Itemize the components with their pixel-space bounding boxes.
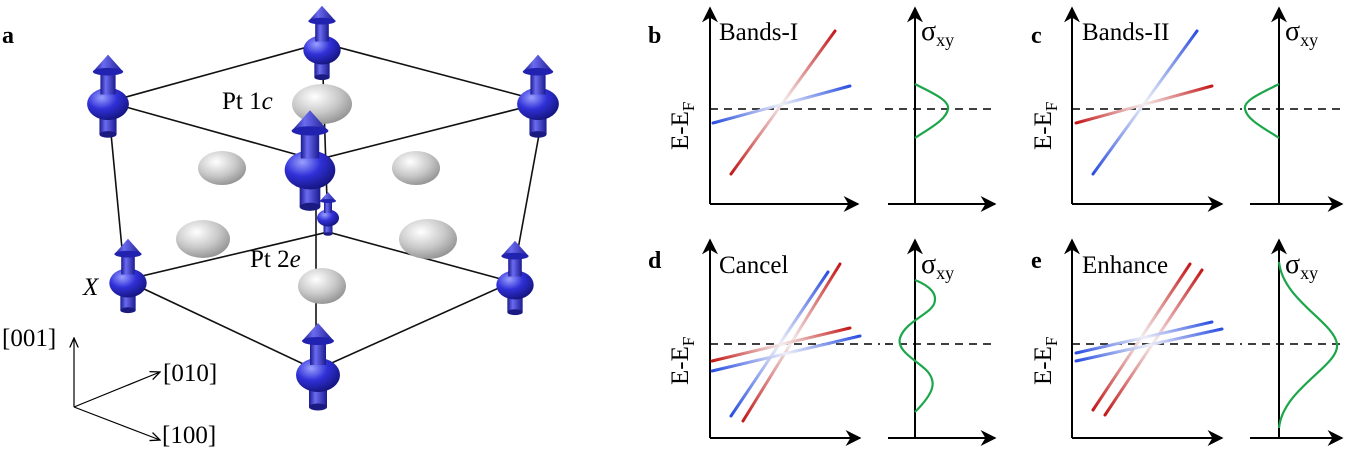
- sigma-xy-label: σxy: [1285, 16, 1318, 50]
- pt-atom: [176, 220, 230, 258]
- x-atom-label: X: [82, 274, 100, 301]
- pt-atom: [198, 151, 246, 185]
- pt-1c-label: Pt 1c: [222, 88, 273, 115]
- band-blue: [711, 84, 852, 125]
- band-red: [729, 29, 837, 176]
- panel-letter-e: e: [1031, 248, 1042, 274]
- sigma-xy-curve: [1277, 261, 1339, 429]
- panel-d-title: Cancel: [719, 252, 788, 279]
- axis-100-label: [100]: [162, 422, 216, 449]
- band-red: [1074, 84, 1214, 125]
- spin-arrow-icon: [109, 238, 147, 314]
- panel-b-title: Bands-I: [719, 19, 798, 46]
- band-blue: [1074, 320, 1214, 355]
- panel-e-title: Enhance: [1082, 252, 1168, 279]
- sigma-xy-curve: [898, 278, 937, 413]
- spin-arrow-icon: [303, 5, 341, 81]
- energy-axis-label: E-EF: [667, 337, 698, 385]
- panel-d: d Cancel E-EF σxy: [648, 238, 997, 446]
- panel-b: b Bands-I E-EF σxy: [648, 6, 997, 212]
- sigma-xy-curve: [914, 83, 950, 139]
- panel-c-title: Bands-II: [1082, 19, 1169, 46]
- sigma-xy-label: σxy: [921, 249, 954, 283]
- energy-axis-label: E-EF: [1030, 102, 1061, 150]
- band-blue: [1091, 29, 1199, 176]
- pt-atom: [292, 84, 352, 124]
- band-blue: [710, 334, 862, 373]
- spin-arrow-icon: [296, 323, 340, 411]
- panel-c: c Bands-II E-EF σxy: [1030, 6, 1346, 212]
- crystal-axes: [001] [010] [100]: [2, 325, 217, 449]
- panel-letter-c: c: [1031, 23, 1042, 49]
- panel-letter-b: b: [648, 23, 661, 49]
- sigma-xy-label: σxy: [921, 16, 954, 50]
- pt-2e-label: Pt 2e: [250, 246, 301, 273]
- panel-e: e Enhance E-EF σxy: [1030, 238, 1346, 446]
- panel-letter-a: a: [2, 23, 14, 49]
- sigma-xy-curve: [1243, 83, 1280, 139]
- axis-010-label: [010]: [163, 360, 217, 387]
- sigma-xy-label: σxy: [1285, 249, 1318, 283]
- pt-atom: [399, 219, 457, 259]
- energy-axis-label: E-EF: [667, 102, 698, 150]
- pt-atom: [298, 268, 346, 304]
- band-red: [710, 326, 852, 363]
- pt-atoms: [176, 84, 457, 304]
- pt-atom: [392, 151, 440, 185]
- panel-a: a: [2, 5, 559, 449]
- spin-arrow-icon: [87, 54, 129, 138]
- panel-letter-d: d: [648, 248, 662, 274]
- spin-arrow-icon: [496, 240, 534, 316]
- spin-arrow-icon: [517, 54, 559, 138]
- energy-axis-label: E-EF: [1030, 337, 1061, 385]
- band-blue: [1074, 327, 1224, 363]
- spin-arrows: [87, 5, 559, 411]
- axis-001-label: [001]: [2, 325, 56, 352]
